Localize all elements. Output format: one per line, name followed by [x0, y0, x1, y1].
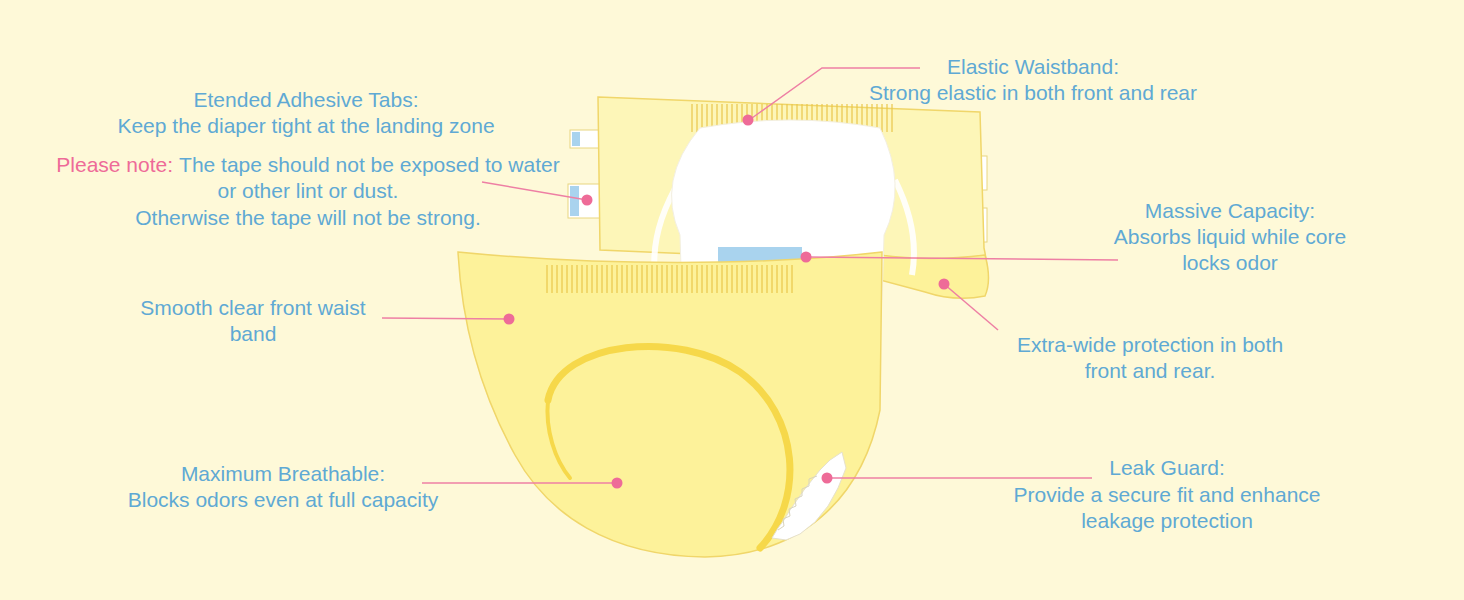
leader-dots	[504, 115, 950, 489]
leak-guard	[772, 452, 846, 540]
callout-heading: Elastic Waistband:	[803, 54, 1263, 80]
callout-text: Blocks odors even at full capacity	[33, 487, 533, 513]
side-wing	[880, 255, 989, 298]
callout-text: Extra-wide protection in both front and …	[1010, 332, 1290, 384]
adhesive-tab	[568, 130, 602, 218]
callout-text: Provide a secure fit and enhance leakage…	[977, 482, 1357, 534]
callout-heading: Massive Capacity:	[1080, 198, 1380, 224]
leak-guard-ruffle	[778, 476, 817, 530]
inner-cuff	[895, 180, 914, 275]
callout-text: Absorbs liquid while core locks odor	[1110, 224, 1350, 276]
callout-heading: Leak Guard:	[957, 455, 1377, 481]
front-panel	[458, 252, 882, 557]
callout-heading: Etended Adhesive Tabs:	[46, 87, 566, 113]
callout-heading: Maximum Breathable:	[33, 461, 533, 487]
front-elastic	[545, 265, 795, 293]
leg-band	[548, 346, 790, 548]
note-text: Otherwise the tape will not be strong.	[48, 205, 568, 231]
callout-text: Smooth clear front waist band	[138, 295, 368, 347]
callout-text: Strong elastic in both front and rear	[803, 80, 1263, 106]
leg-band	[547, 400, 570, 478]
callout-text: Keep the diaper tight at the landing zon…	[46, 113, 566, 139]
note-text: The tape should not be exposed to water …	[179, 153, 560, 202]
note-heading: Please note:	[56, 153, 173, 176]
note-block: Please note: The tape should not be expos…	[56, 152, 560, 204]
